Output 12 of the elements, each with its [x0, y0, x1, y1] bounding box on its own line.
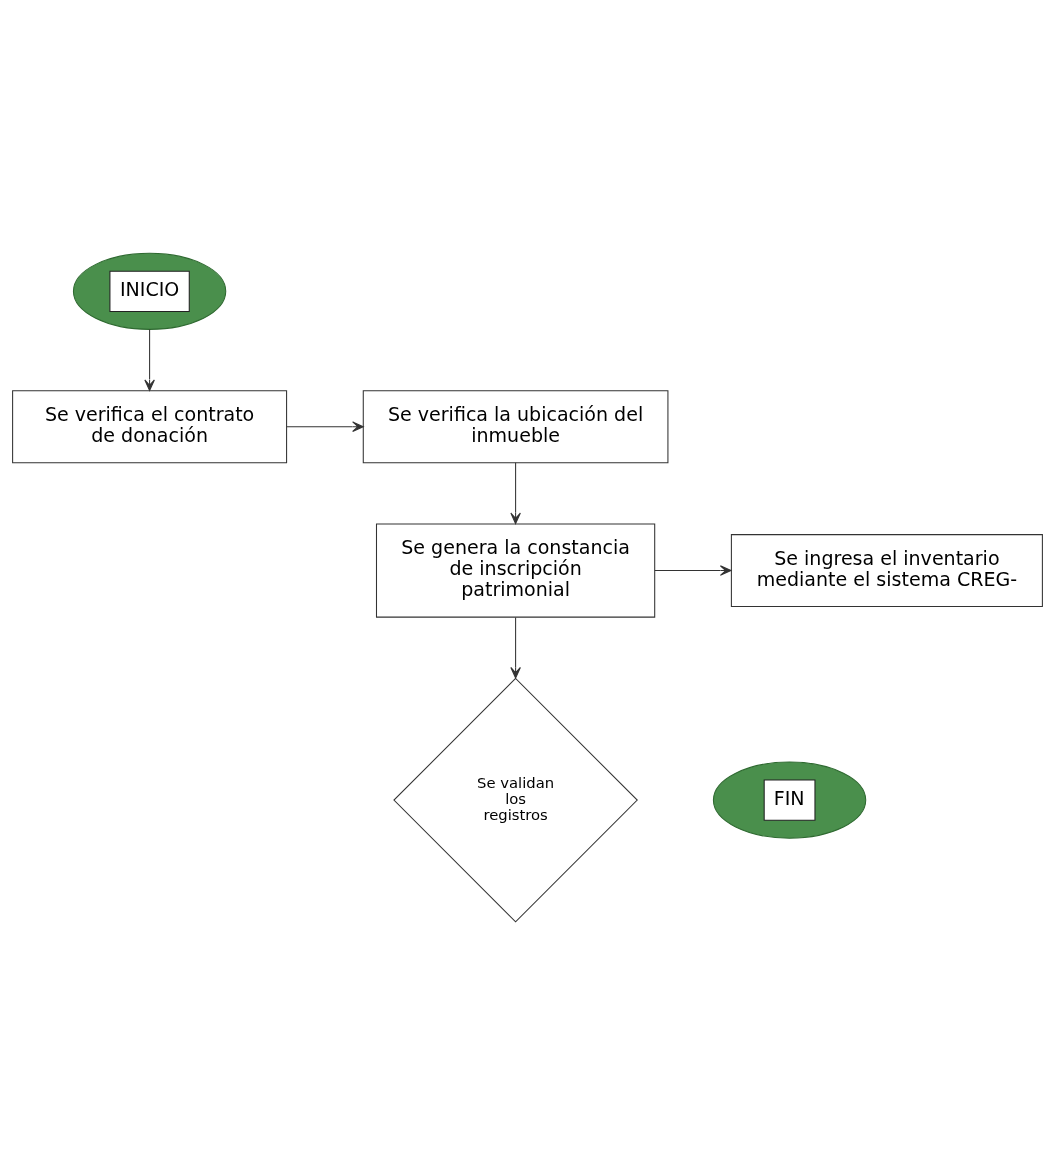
arrow — [510, 616, 521, 679]
node-box: Se ingresa el inventario mediante el sistema CREG- — [730, 534, 1043, 608]
node-box: Se verifica el contrato de donación — [12, 390, 288, 464]
arrow — [144, 328, 155, 392]
node-ellipse: FIN — [712, 761, 867, 839]
arrow — [510, 462, 521, 525]
node-box: Se verifica la ubicación del inmueble — [362, 390, 669, 464]
arrow — [286, 421, 364, 432]
node-ellipse: INICIO — [72, 252, 227, 330]
node-box: Se genera la constancia de inscripción patrimonial — [375, 523, 656, 618]
arrow — [654, 565, 732, 576]
node-diamond: Se validan los registros — [393, 677, 638, 923]
